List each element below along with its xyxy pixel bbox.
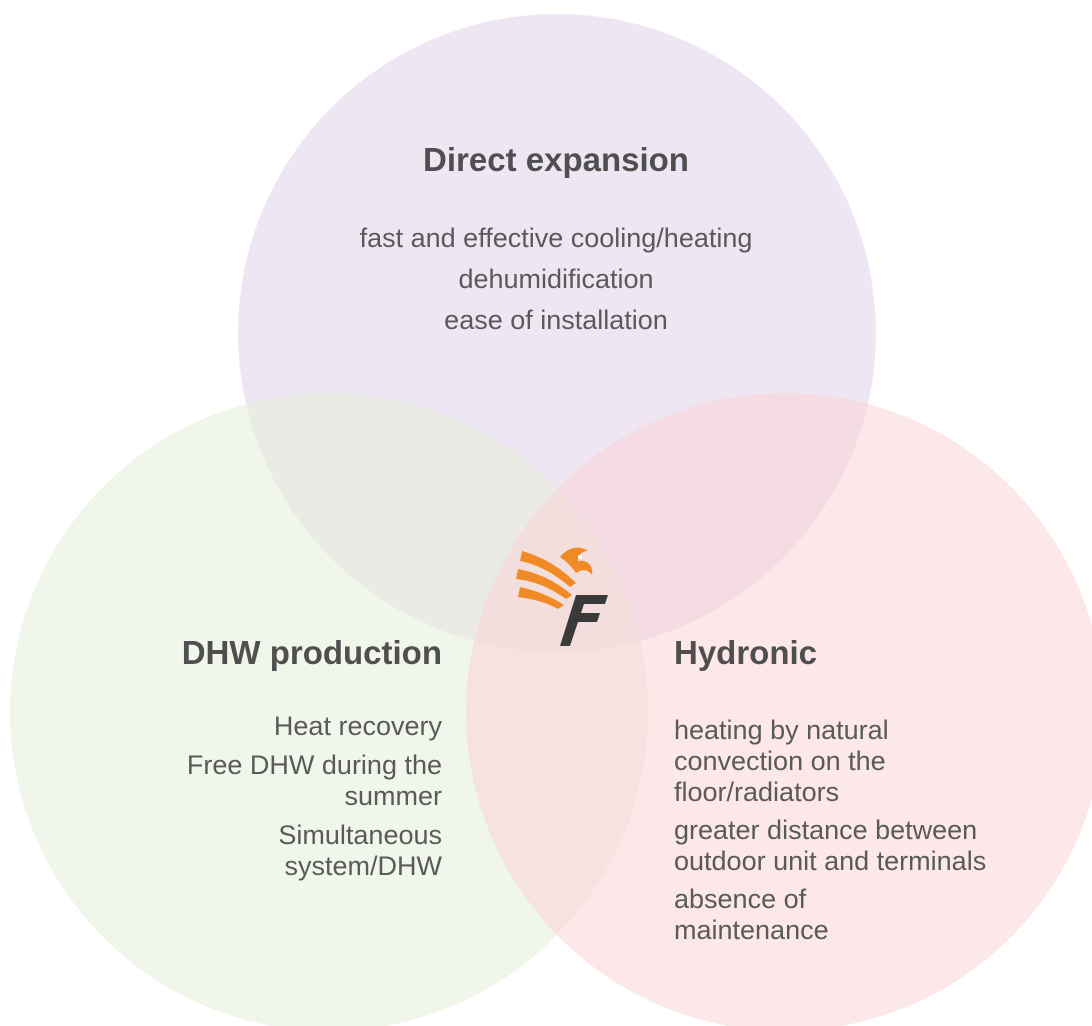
direct-expansion-list: fast and effective cooling/heating dehum… [256,218,856,341]
dhw-production-title: DHW production [181,634,442,671]
dhw-production-block: DHW production Heat recovery Free DHW du… [60,633,442,890]
hydronic-list: heating by natural convection on the flo… [674,715,1092,946]
list-item: greater distance between outdoor unit an… [674,815,987,876]
direct-expansion-block: Direct expansion fast and effective cool… [256,140,856,341]
hydronic-title: Hydronic [674,634,818,671]
circle-dhw-production [10,393,648,1026]
hydronic-block: Hydronic heating by natural convection o… [674,633,1092,953]
list-item: Free DHW during the summer [186,750,442,811]
phoenix-f-logo-icon [516,547,608,646]
list-item: ease of installation [444,305,668,335]
direct-expansion-title: Direct expansion [423,141,689,178]
list-item: dehumidification [458,264,654,294]
dhw-production-list: Heat recovery Free DHW during the summer… [60,711,442,882]
list-item: Simultaneous system/DHW [278,820,442,881]
list-item: absence of maintenance [674,884,829,945]
list-item: heating by natural convection on the flo… [674,715,889,807]
list-item: Heat recovery [273,711,442,741]
circle-hydronic [466,393,1092,1026]
list-item: fast and effective cooling/heating [359,223,753,253]
